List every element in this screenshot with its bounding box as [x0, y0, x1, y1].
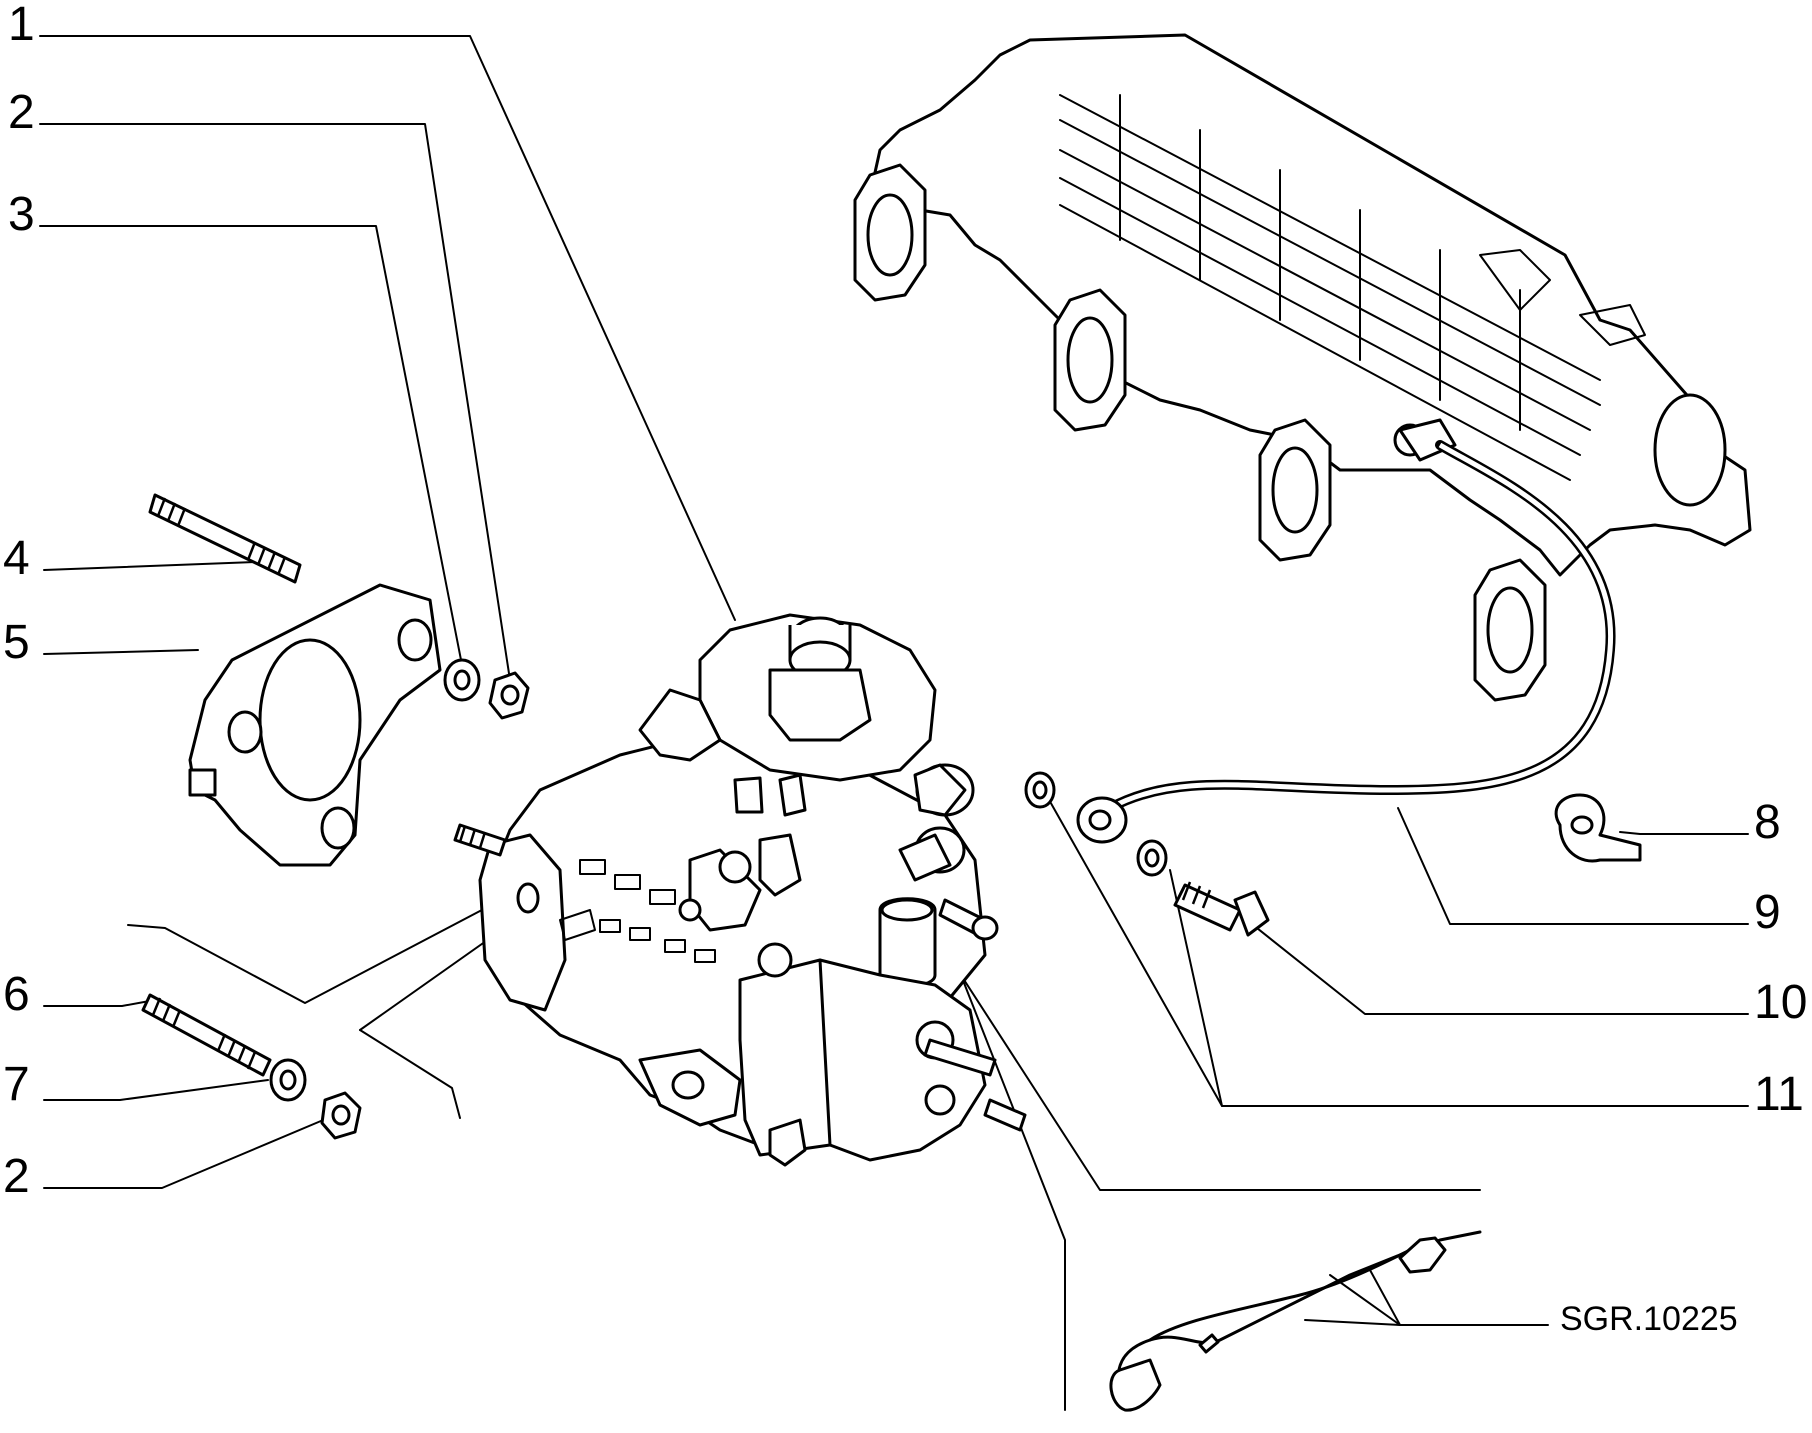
callout-6: 6: [3, 968, 30, 1021]
bracket-5: [188, 583, 442, 867]
stud-washer-nut-lower: [141, 993, 362, 1140]
callout-11: 11: [1754, 1068, 1804, 1121]
manifold: [853, 33, 1752, 702]
stud-4: [148, 493, 302, 584]
callout-10: 10: [1754, 976, 1807, 1029]
callout-2-lower: 2: [3, 1150, 30, 1203]
leader-lines: [39, 35, 1749, 1411]
reference-code: SGR.10225: [1560, 1300, 1738, 1338]
callout-7: 7: [3, 1058, 30, 1111]
washers-bolt: [1024, 771, 1270, 937]
callout-9: 9: [1754, 886, 1781, 939]
callout-8: 8: [1754, 796, 1781, 849]
callout-2: 2: [8, 86, 35, 139]
sensor-cable: [1109, 1230, 1482, 1412]
callout-5: 5: [3, 616, 30, 669]
callout-3: 3: [8, 188, 35, 241]
pipe-9: [1076, 440, 1616, 844]
clip-8: [1554, 793, 1642, 863]
callout-4: 4: [3, 532, 30, 585]
injection-pump: [453, 613, 1027, 1167]
nut-washer-upper: [443, 658, 530, 720]
callout-1: 1: [8, 0, 35, 51]
